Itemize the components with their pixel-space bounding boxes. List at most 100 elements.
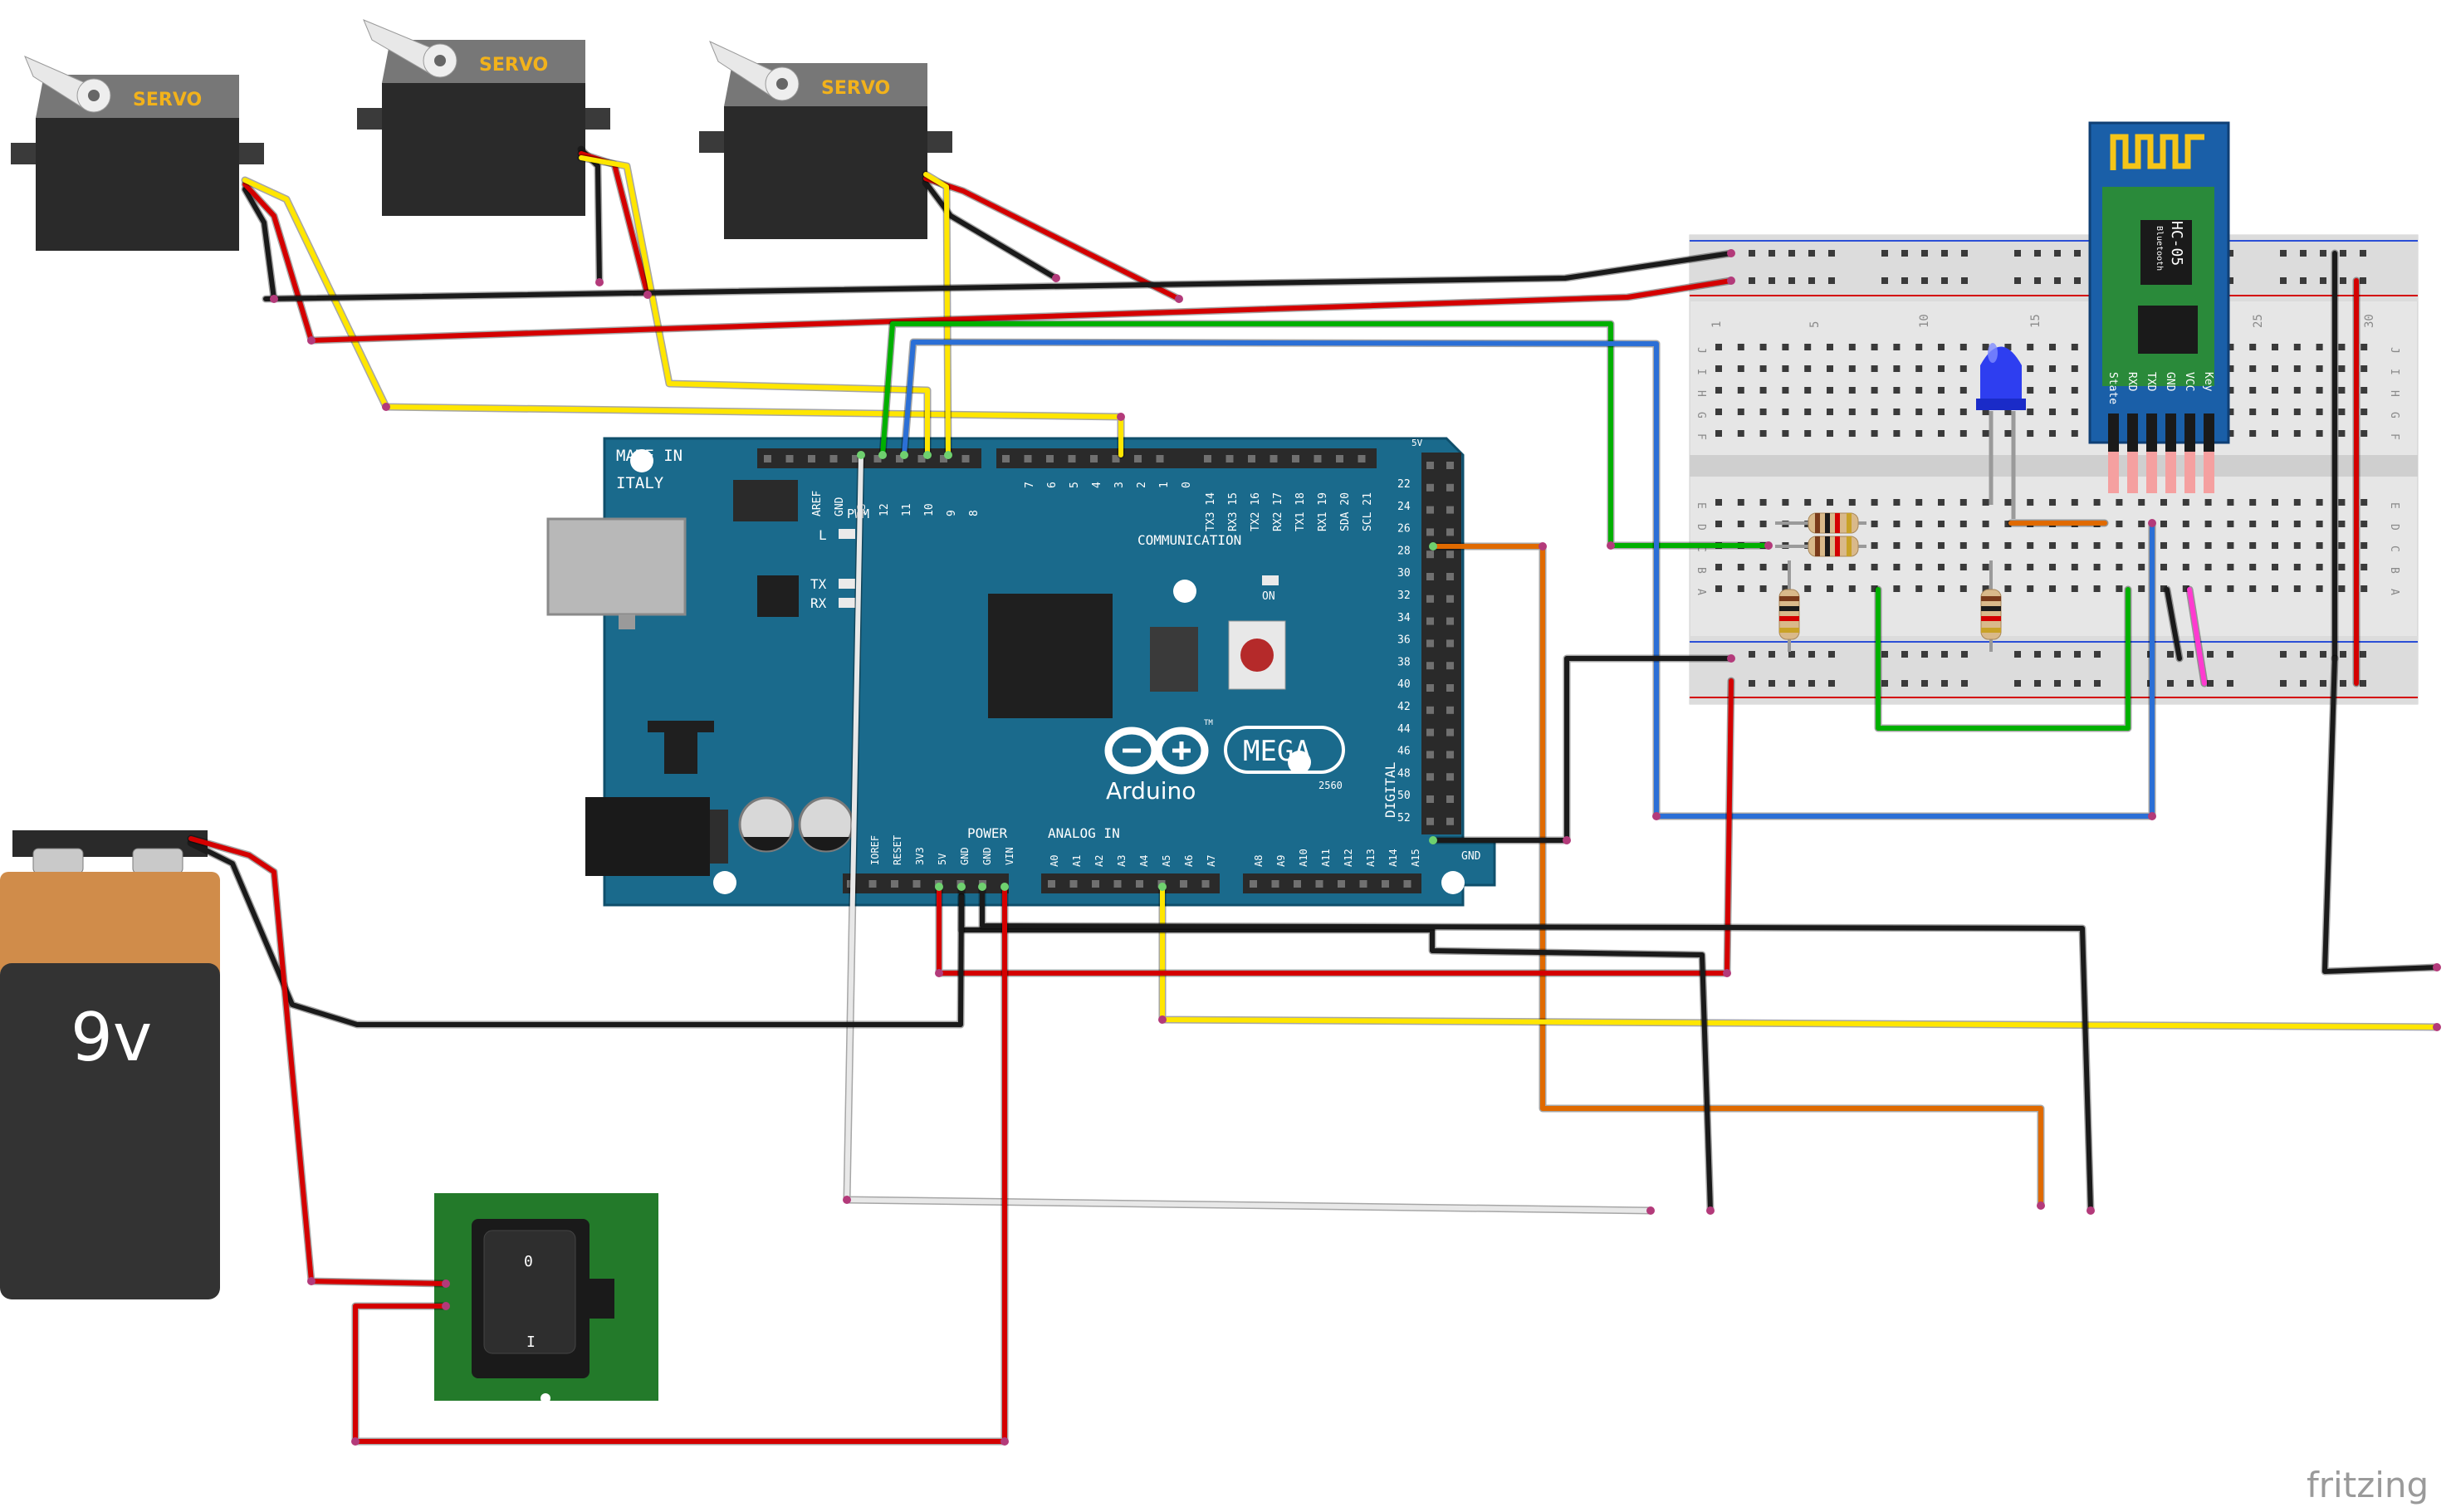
bb-hole bbox=[1827, 344, 1833, 350]
servo-ground-bus[interactable] bbox=[263, 251, 1734, 301]
header-pin bbox=[1271, 880, 1279, 888]
wire-endpoint bbox=[1727, 276, 1735, 285]
bb-hole bbox=[1982, 564, 1989, 570]
header-pin bbox=[1248, 455, 1255, 462]
bb-hole bbox=[1737, 499, 1744, 506]
bt-rx-wire[interactable] bbox=[902, 340, 2155, 819]
bb-hole bbox=[2272, 430, 2278, 437]
bb-hole bbox=[1959, 365, 1967, 372]
bb-rail-hole bbox=[2074, 277, 2081, 284]
wire-endpoint bbox=[944, 451, 952, 459]
bb-rail-hole bbox=[2074, 680, 2081, 687]
header-pin bbox=[829, 455, 838, 462]
header-pin bbox=[1336, 455, 1343, 462]
wires bbox=[187, 145, 2441, 1446]
pin-label: 12 bbox=[878, 503, 891, 516]
bb-hole bbox=[2272, 387, 2278, 394]
servo3-gnd-wire[interactable] bbox=[923, 180, 1059, 281]
bb-rail-hole bbox=[1961, 277, 1968, 284]
header-pin bbox=[1426, 573, 1434, 580]
bb-hole bbox=[2093, 564, 2101, 570]
bb-hole bbox=[1715, 585, 1722, 592]
arduino-5v-to-breadboard[interactable] bbox=[937, 678, 1734, 976]
battery-positive-wire[interactable] bbox=[188, 836, 448, 1286]
bb-hole bbox=[2093, 499, 2101, 506]
bb-hole bbox=[2293, 585, 2301, 592]
bb-hole bbox=[2338, 387, 2346, 394]
bb-hole bbox=[1871, 499, 1878, 506]
bb-hole bbox=[2249, 365, 2257, 372]
blue-led bbox=[1976, 343, 2026, 519]
bb-rail-hole bbox=[1788, 277, 1795, 284]
bb-row-letter: H bbox=[1695, 390, 1707, 397]
bb-hole bbox=[1759, 365, 1767, 372]
pin-label: 30 bbox=[1397, 567, 1411, 580]
bb-rail-hole bbox=[2280, 651, 2287, 658]
header-pin bbox=[868, 880, 877, 888]
reset-button[interactable] bbox=[1228, 620, 1286, 690]
header-pin bbox=[917, 455, 926, 462]
bb-hole bbox=[2049, 430, 2056, 437]
pin-label: 39 bbox=[1470, 655, 1483, 668]
bb-hole bbox=[1982, 542, 1989, 549]
bb-hole bbox=[1715, 365, 1722, 372]
header-pin bbox=[1446, 550, 1454, 559]
wire-endpoint bbox=[643, 291, 652, 299]
bb-hole bbox=[2249, 499, 2257, 506]
pin-label: VIN bbox=[1004, 847, 1015, 865]
bb-hole bbox=[2227, 499, 2234, 506]
bb-rail-hole bbox=[2227, 277, 2233, 284]
rocker-switch[interactable]: 0 I bbox=[434, 1193, 658, 1403]
hc05-gnd-jumper[interactable] bbox=[2165, 587, 2182, 661]
servo2-signal-wire[interactable] bbox=[579, 155, 930, 458]
pin-label: TX3 14 bbox=[1205, 492, 1217, 531]
pin-label: RX3 15 bbox=[1227, 492, 1240, 531]
bb-rail-hole bbox=[1961, 651, 1968, 658]
hc05-pin bbox=[2127, 452, 2138, 493]
servo1-gnd-wire[interactable] bbox=[242, 187, 276, 301]
bb-rail-hole bbox=[1769, 277, 1775, 284]
pin-label: 26 bbox=[1397, 523, 1411, 536]
bb-rail-hole bbox=[2054, 277, 2061, 284]
header-pin bbox=[1024, 455, 1032, 462]
analog-a5-wire[interactable] bbox=[1160, 884, 2439, 1030]
bb-hole bbox=[2316, 542, 2323, 549]
bb-rail-hole bbox=[2280, 277, 2287, 284]
wire-endpoint bbox=[307, 336, 316, 345]
orange-signal-wire[interactable] bbox=[1431, 544, 2043, 1208]
hc05-pin-housing bbox=[2184, 413, 2195, 452]
wire-endpoint bbox=[2148, 812, 2156, 820]
italy-label: ITALY bbox=[616, 474, 664, 492]
servo3-signal-wire[interactable] bbox=[923, 172, 951, 458]
bb-rail-hole bbox=[2034, 651, 2041, 658]
header-pin bbox=[808, 455, 815, 462]
dc-power-jack bbox=[585, 797, 728, 876]
bb-hole bbox=[2204, 521, 2212, 527]
led-signal-wire[interactable] bbox=[880, 321, 1771, 548]
bb-col-1: 1 bbox=[1710, 321, 1724, 328]
hc05-vcc-jumper[interactable] bbox=[2187, 587, 2207, 686]
bb-hole bbox=[1759, 387, 1767, 394]
arduino-gnd-to-breadboard[interactable] bbox=[1431, 656, 1734, 843]
bt-tx-divider-wire[interactable] bbox=[1876, 587, 2131, 731]
bb-hole bbox=[2338, 564, 2346, 570]
bb-rail-hole bbox=[1808, 277, 1815, 284]
servo-power-bus[interactable] bbox=[309, 278, 1734, 343]
arduino-gnd-wire-2[interactable] bbox=[980, 884, 2093, 1213]
bb-hole bbox=[2293, 430, 2301, 437]
hc05-pin-label: VCC bbox=[2183, 372, 2195, 391]
led-tx bbox=[839, 579, 855, 589]
bb-hole bbox=[1737, 521, 1744, 527]
arduino-gnd-wire-1[interactable] bbox=[959, 884, 1713, 1213]
bb-hole bbox=[2272, 521, 2278, 527]
bb-hole bbox=[1871, 430, 1878, 437]
bb-hole bbox=[2338, 365, 2346, 372]
bb-hole bbox=[1893, 365, 1901, 372]
bb-hole bbox=[2160, 499, 2167, 506]
breadboard-gnd-out-wire[interactable] bbox=[2322, 656, 2439, 974]
bb-hole bbox=[2272, 542, 2278, 549]
bb-rail-hole bbox=[2340, 277, 2346, 284]
wire-endpoint bbox=[2433, 963, 2441, 971]
battery-negative-wire[interactable] bbox=[188, 840, 964, 1027]
header-pin bbox=[1446, 573, 1454, 580]
